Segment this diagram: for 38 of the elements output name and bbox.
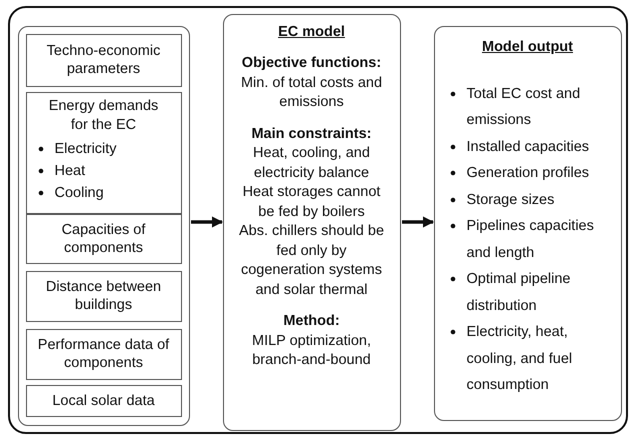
input-box (26, 214, 182, 264)
input-group-panel (18, 26, 190, 426)
panel-title: EC model (277, 22, 346, 42)
panel-title: Model output (480, 38, 574, 56)
bullet-item: Optimal pipeline distribution (466, 271, 570, 314)
input-box (26, 328, 182, 380)
section-text: Abs. chillers should be fed only by cogeneration systems and solar thermal (238, 222, 386, 300)
section-text: MILP optimization, branch-and-bound (250, 332, 372, 370)
input-box (26, 34, 182, 86)
input-box (26, 92, 182, 214)
model-box (222, 14, 400, 430)
input-label: Local solar data (51, 392, 156, 410)
bullet-item: Installed capacities (466, 138, 590, 154)
section-heading: Objective functions: (240, 54, 382, 73)
input-box (26, 384, 182, 416)
section-heading: Method: (282, 312, 341, 331)
section-text: Heat storages cannot be fed by boilers (242, 183, 382, 222)
input-label: Capacities of components (60, 220, 146, 256)
section-text: Min. of total costs and emissions (240, 74, 384, 112)
section-text: Heat, cooling, and electricity balance (252, 144, 371, 182)
bullet-item: Pipelines capacities and length (466, 218, 594, 260)
input-label: Techno-economic parameters (46, 42, 162, 78)
input-label: Performance data of components (36, 336, 170, 372)
bullet-item: Generation profiles (466, 165, 590, 181)
section-heading: Main constraints: (250, 124, 373, 144)
bullet-item: Electricity (54, 140, 117, 156)
bullet-item: Total EC cost and emissions (466, 86, 580, 128)
input-label: Distance between buildings (44, 278, 162, 314)
arrow (191, 216, 224, 228)
bullet-item: Electricity, heat, cooling, and fuel consumption (466, 324, 572, 393)
bullet-item: Heat (54, 162, 86, 178)
bullet-item: Cooling (54, 184, 104, 200)
input-label: Energy demands for the EC (48, 96, 160, 134)
input-box (26, 270, 182, 322)
bullet-item: Storage sizes (466, 192, 554, 208)
arrow (402, 216, 434, 228)
outer-frame (8, 6, 628, 434)
output-box (434, 26, 622, 420)
